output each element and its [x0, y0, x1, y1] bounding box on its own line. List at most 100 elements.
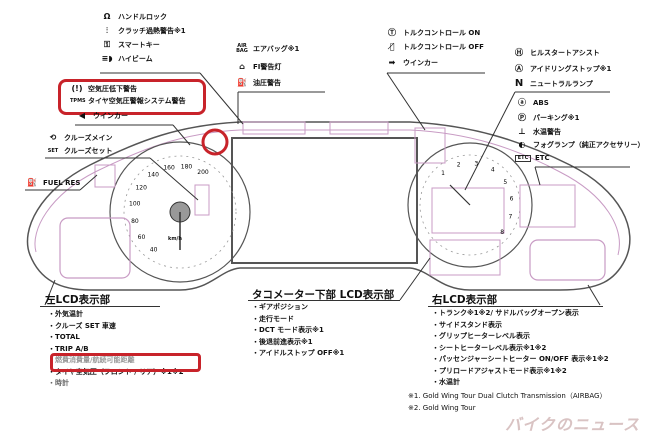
tacho-lower-lcd-panel	[429, 239, 501, 276]
tacho-tick-label: 3	[474, 160, 478, 167]
divider	[428, 306, 603, 307]
tacho-indicator-box	[431, 187, 505, 234]
right-lcd-list: ・トランク※1※2/ サドルバッグオープン表示 ・サイドスタンド表示 ・グリップ…	[432, 308, 609, 389]
label: ABS	[533, 99, 549, 107]
label: スマートキー	[118, 41, 160, 49]
label: クルーズセット	[64, 147, 113, 155]
label: エアバッグ※1	[253, 45, 300, 53]
list-item: ・燃費消費量/航続可能距離	[48, 356, 135, 364]
list-item: ・アイドルストップ OFF※1	[252, 349, 345, 357]
high-beam-icon: ≡◗	[101, 54, 113, 63]
speedo-tpms-circle	[201, 128, 229, 156]
neutral-icon: N	[514, 78, 524, 89]
divider	[40, 306, 160, 307]
cruise-set-indicator: SET クルーズセット	[46, 146, 113, 156]
oil-can-icon: ⛽	[237, 78, 247, 87]
abs-icon: ⓐ	[518, 98, 526, 107]
speedo-tick-label: 200	[197, 169, 209, 176]
footnote: ※2. Gold Wing Tour	[408, 403, 476, 412]
tacho-tick-label: 8	[500, 229, 504, 236]
list-item: ・TRIP A/B	[48, 344, 89, 353]
top-indicator-strip-right	[329, 121, 389, 135]
left-lcd-panel	[59, 217, 131, 279]
water-temp-indicator: ⊥水温警告	[515, 127, 561, 137]
list-item: ・サイドスタンド表示	[432, 320, 502, 329]
airbag-icon: AIR BAG	[236, 43, 248, 54]
tachometer	[407, 142, 533, 268]
handle-lock-icon: Ω	[103, 12, 111, 21]
list-item: ・ギアポジション	[252, 303, 308, 311]
winker-left-indicator: ◀ ウインカー	[75, 111, 128, 121]
center-screen	[231, 137, 418, 264]
center-lcd-list: ・ギアポジション ・走行モード ・DCT モード表示※1 ・後退前進表示※1 ・…	[252, 302, 344, 360]
footnotes: ※1. Gold Wing Tour Dual Clutch Transmiss…	[408, 391, 606, 414]
site-logo: バイクのニュース	[505, 415, 640, 433]
label: ウインカー	[93, 112, 128, 120]
fuel-pump-icon: ⛽	[27, 178, 37, 187]
thermometer-icon: ⊥	[518, 127, 526, 136]
etc-icon: ETC	[515, 154, 531, 162]
footnote: ※1. Gold Wing Tour Dual Clutch Transmiss…	[408, 392, 607, 400]
clutch-icon: ⫶	[106, 26, 108, 35]
label: ヒルスタートアシスト	[530, 49, 600, 57]
right-lcd-panel	[529, 239, 606, 281]
winker-right-indicator: ➡ウインカー	[385, 58, 438, 68]
speedo-tick-label: 60	[138, 234, 146, 241]
set-icon: SET	[47, 147, 59, 154]
label: ニュートラルランプ	[530, 80, 593, 88]
airbag-indicator: AIR BAG エアバッグ※1	[235, 44, 299, 54]
label: ハイビーム	[118, 55, 153, 63]
torque-control-off-icon: Ⓣ̸	[389, 42, 395, 51]
speedometer	[109, 141, 251, 283]
cruise-icon: ⟲	[49, 133, 57, 142]
list-item: ・グリップヒーターレベル表示	[432, 332, 530, 340]
tacho-tick-label: 2	[457, 162, 461, 169]
divider	[248, 300, 400, 301]
fuel-reserve-indicator: ⛽FUEL RES	[25, 178, 80, 188]
tire-pressure-icon: (!)	[71, 84, 83, 93]
label: トルクコントロール ON	[403, 29, 481, 37]
list-item: ・プリロードアジャストモード表示※1※2	[432, 366, 567, 375]
label: 油圧警告	[253, 79, 281, 87]
list-item: ・クルーズ SET 車速	[48, 321, 116, 330]
tire-pressure-highlight-box	[50, 353, 201, 372]
key-icon: ⚿	[103, 40, 111, 49]
idling-stop-icon: Ⓐ	[515, 64, 523, 73]
tpms-highlight-box	[58, 79, 206, 115]
label: トルクコントロール OFF	[403, 43, 484, 51]
list-item: ・DCT モード表示※1	[252, 326, 324, 334]
label: パーキング※1	[533, 114, 580, 122]
parking-indicator: Ⓟ パーキング※1	[515, 113, 579, 123]
oil-pressure-indicator: ⛽ 油圧警告	[235, 78, 281, 88]
tacho-tick-label: 1	[441, 170, 445, 177]
leader-lines	[25, 72, 630, 306]
list-item: ・トランク※1※2/ サドルバッグオープン表示	[432, 309, 579, 317]
list-item: ・TOTAL	[48, 333, 80, 341]
neutral-lamp: N ニュートラルランプ	[512, 79, 593, 89]
idling-stop: Ⓐ アイドリングストップ※1	[512, 64, 611, 74]
top-indicator-strip-left	[242, 121, 306, 135]
arrow-left-icon: ◀	[78, 111, 86, 120]
tacho-tick-label: 7	[509, 213, 513, 220]
label: アイドリングストップ※1	[530, 65, 612, 73]
speedo-tick-label: 180	[181, 163, 193, 170]
label: ウインカー	[403, 59, 438, 67]
speedo-unit: km/h	[168, 236, 182, 242]
parking-icon: Ⓟ	[518, 113, 526, 122]
right-lcd-title: 右LCD表示部	[432, 294, 498, 306]
abs-indicator: ⓐ ABS	[515, 98, 549, 108]
fog-lamp-indicator: ◐フォグランプ（純正アクセサリー）	[515, 140, 645, 150]
high-beam-indicator: ≡◗ ハイビーム	[100, 54, 153, 64]
tacho-tick-label: 6	[510, 196, 514, 203]
tpms-icon: TPMS	[70, 97, 86, 104]
speedo-tick-label: 80	[131, 218, 139, 225]
torque-indicator-box	[414, 127, 446, 164]
label: FI警告灯	[253, 63, 282, 71]
cruise-indicator-box	[194, 184, 210, 216]
list-item: ・時計	[48, 379, 69, 387]
